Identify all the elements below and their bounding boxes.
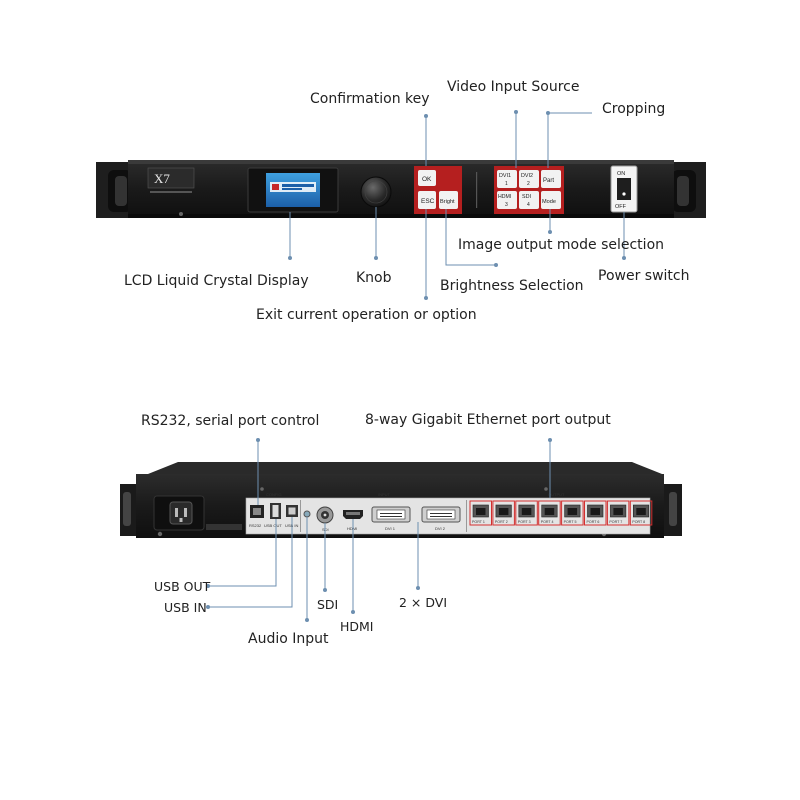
label-dvi: 2 × DVI [399,595,447,610]
bright-key[interactable] [439,191,458,209]
ethernet-port-label: PORT 2 [495,520,508,524]
svg-text:Mode: Mode [542,199,556,205]
svg-text:HDMI: HDMI [347,526,357,531]
ethernet-port-label: PORT 7 [609,520,622,524]
bright-key-label: Bright [440,199,455,205]
ok-key-label: OK [422,176,432,183]
label-usb-out: USB OUT [154,579,211,594]
label-rs232-control: RS232, serial port control [141,413,319,429]
ethernet-port-label: PORT 1 [472,520,485,524]
hdmi-key[interactable] [497,191,517,209]
front-leaders [288,110,626,300]
mode-key[interactable] [541,191,561,209]
svg-text:3: 3 [505,202,508,208]
sdi-key[interactable] [519,191,539,209]
label-cropping: Cropping [602,101,665,117]
esc-key-label: ESC [421,198,435,205]
svg-text:SDI: SDI [522,194,531,200]
output-text: OUTPUT [548,492,565,497]
label-usb-in: USB IN [164,600,207,615]
svg-text:HDMI: HDMI [498,194,511,200]
ethernet-port-5[interactable]: PORT 5 [561,500,584,526]
audio-jack[interactable] [303,510,311,518]
ethernet-port-label: PORT 8 [632,520,645,524]
svg-text:DVI 2: DVI 2 [435,526,446,531]
ethernet-port-1[interactable]: PORT 1 [469,500,492,526]
label-hdmi: HDMI [340,619,374,634]
svg-text:USB OUT: USB OUT [264,523,282,528]
label-audio-input: Audio Input [248,631,329,647]
label-lcd-display: LCD Liquid Crystal Display [124,273,309,289]
knob[interactable] [360,176,392,208]
ethernet-port-6[interactable]: PORT 6 [584,500,607,526]
ethernet-port-7[interactable]: PORT 7 [606,500,630,526]
ethernet-port-label: PORT 4 [541,520,554,524]
label-image-output-mode: Image output mode selection [458,237,664,253]
label-power-switch: Power switch [598,268,689,284]
ethernet-port-4[interactable]: PORT 4 [538,500,561,526]
esc-key[interactable] [418,191,436,209]
label-brightness-selection: Brightness Selection [440,278,584,294]
ok-key[interactable] [418,170,436,186]
part-key[interactable] [541,170,561,188]
svg-text:Part: Part [543,178,554,184]
ethernet-port-8[interactable]: PORT 8 [629,500,653,526]
label-exit-operation: Exit current operation or option [256,307,477,323]
ethernet-port-label: PORT 3 [518,520,531,524]
ethernet-port-group: PORT 1 PORT 2 PORT 3 PORT 4 PORT 5 PORT 6 PORT… [469,500,653,526]
config-text: CONFIG [266,492,282,497]
rear-leaders [206,438,552,622]
label-knob: Knob [356,270,392,286]
input-text: INPUT [378,492,391,497]
ethernet-port-label: PORT 5 [564,520,577,524]
ethernet-port-2[interactable]: PORT 2 [492,500,515,526]
rear-panel: CONFIG INPUT OUTPUT RS232 USB OUT USB IN… [120,462,682,538]
ethernet-port-label: PORT 6 [587,520,600,524]
svg-text:DVI1: DVI1 [499,173,511,179]
svg-text:4: 4 [527,202,530,208]
model-name: X7 [154,171,170,186]
label-confirmation-key: Confirmation key [310,91,430,107]
dvi1-key[interactable] [497,170,517,188]
power-rocker [617,178,631,200]
svg-text:DVI2: DVI2 [521,173,533,179]
dvi2-key[interactable] [519,170,539,188]
ethernet-port-3[interactable]: PORT 3 [515,500,538,526]
rear-top-surface [148,462,662,474]
svg-text:1: 1 [505,181,508,187]
svg-text:RS232: RS232 [249,523,262,528]
svg-text:OFF: OFF [615,204,627,210]
label-ethernet-output: 8-way Gigabit Ethernet port output [365,412,611,428]
front-panel: X7 OK ESC Bright DVI1 1 DVI2 2 Part [96,160,706,218]
front-chassis [128,160,674,218]
svg-text:2: 2 [527,181,530,187]
label-video-input-source: Video Input Source [447,79,579,95]
svg-text:ON: ON [617,171,625,177]
svg-text:DVI 1: DVI 1 [385,526,396,531]
label-sdi: SDI [317,597,338,612]
